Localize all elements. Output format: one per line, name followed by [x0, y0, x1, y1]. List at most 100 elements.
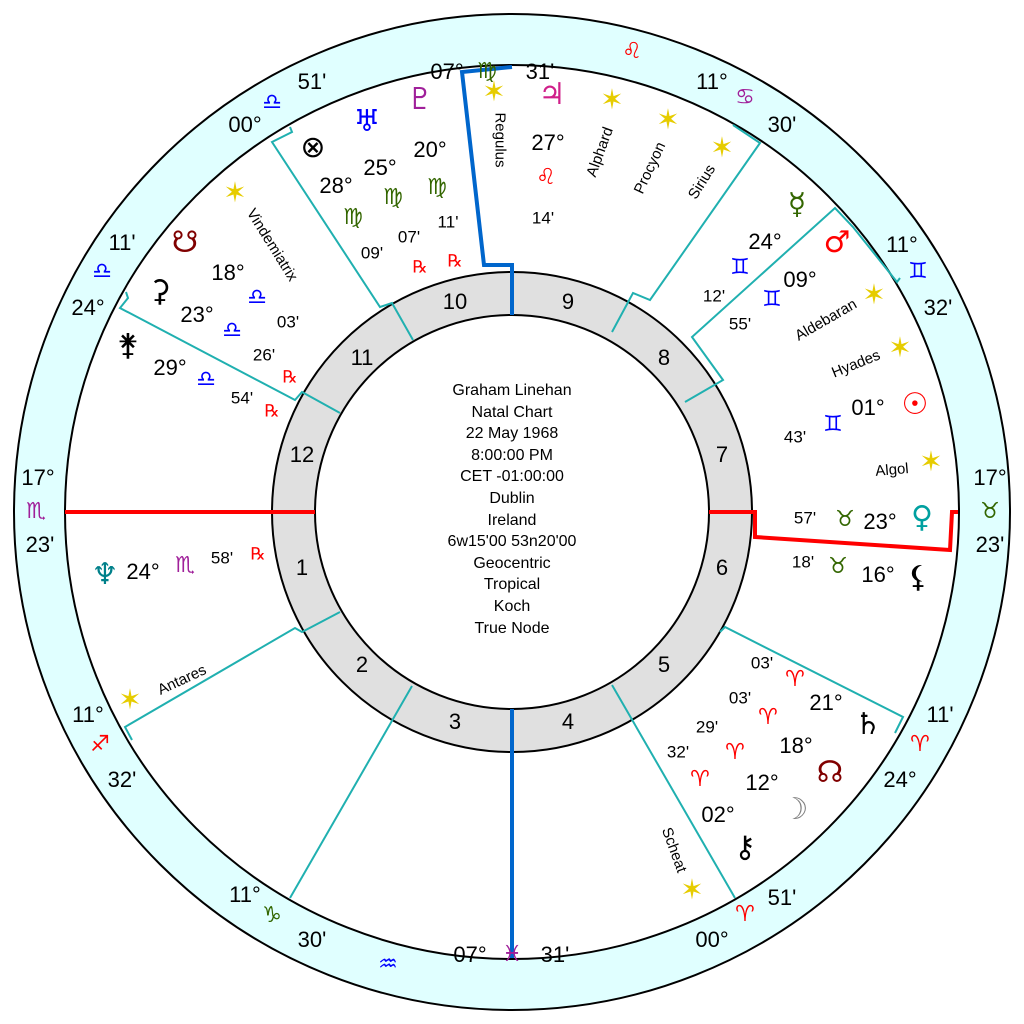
house-number-2: 2 [355, 652, 369, 677]
libra-icon: ♎ [92, 259, 112, 284]
house-number-6: 6 [715, 555, 729, 580]
chart-info-line: Geocentric [473, 554, 551, 572]
part-of-fortune-icon: ⊗ [300, 130, 326, 165]
star-name-algol: Algol [874, 460, 910, 480]
cusp-degree: 24° [71, 295, 105, 320]
leo-icon: ♌ [536, 165, 556, 190]
aries-icon: ♈ [758, 705, 778, 730]
gemini-icon: ♊ [762, 287, 782, 312]
house-number-12: 12 [289, 442, 315, 467]
chiron-icon: ⚷ [734, 830, 756, 865]
fixed-star-icon: ✶ [118, 683, 142, 716]
libra-icon: ♎ [262, 90, 282, 115]
uranus-retrograde-icon: ℞ [412, 257, 428, 278]
juno-retrograde-icon: ℞ [264, 401, 280, 422]
part-of-fortune-degree: 28° [319, 173, 353, 198]
chart-info-line: 8:00:00 PM [471, 446, 553, 464]
cusp-minutes: 32' [923, 295, 953, 320]
cusp-minutes: 32' [107, 767, 137, 792]
capricorn-icon: ♑ [262, 903, 282, 928]
chart-info-line: Graham Linehan [452, 382, 572, 399]
taurus-icon: ♉ [828, 554, 848, 579]
libra-icon: ♎ [222, 318, 242, 343]
jupiter-icon: ♃ [538, 77, 566, 112]
north-node-degree: 18° [779, 733, 813, 758]
ceres-minutes: 26' [252, 345, 276, 365]
cusp-minutes: 31' [540, 942, 570, 967]
chart-info-line: Dublin [489, 489, 535, 507]
fixed-star-icon: ✶ [710, 131, 734, 164]
jupiter-degree: 27° [531, 130, 565, 155]
cancer-icon: ♋ [735, 85, 755, 110]
cusp-minutes: 30' [297, 927, 327, 952]
pluto-minutes: 11' [437, 212, 459, 232]
saturn-minutes: 03' [750, 653, 774, 673]
cusp-8-line [684, 206, 901, 403]
cusp-12-line [118, 291, 341, 414]
sun-degree: 01° [851, 395, 885, 420]
neptune-icon: ♆ [91, 557, 119, 592]
cusp-minutes: 11' [926, 702, 954, 727]
sun-minutes: 43' [783, 427, 807, 447]
scorpio-icon: ♏ [175, 553, 195, 578]
virgo-icon: ♍ [343, 205, 363, 230]
house-number-4: 4 [561, 709, 575, 734]
aries-icon: ♈ [690, 767, 710, 792]
mercury-degree: 24° [748, 229, 782, 254]
venus-degree: 23° [863, 509, 897, 534]
gemini-icon: ♊ [730, 255, 750, 280]
pluto-icon: ♇ [406, 82, 434, 117]
star-name-regulus: Regulus [491, 112, 509, 168]
ceres-degree: 23° [180, 302, 214, 327]
moon-degree: 12° [745, 770, 779, 795]
sun-icon: ☉ [901, 387, 929, 422]
mars-icon: ♂ [823, 225, 851, 260]
chart-info-line: True Node [474, 619, 550, 637]
scorpio-icon: ♏ [26, 499, 46, 524]
virgo-icon: ♍ [427, 175, 447, 200]
house-number-3: 3 [448, 709, 462, 734]
house-number-5: 5 [657, 652, 671, 677]
chart-info-line: Natal Chart [471, 403, 553, 421]
juno-degree: 29° [153, 355, 187, 380]
midheaven-axis [459, 65, 514, 315]
mars-minutes: 55' [728, 314, 752, 334]
house-number-11: 11 [350, 345, 374, 370]
juno-minutes: 54' [230, 388, 254, 408]
libra-icon: ♎ [247, 285, 267, 310]
saturn-degree: 21° [809, 690, 843, 715]
cusp-degree: 11° [886, 232, 918, 257]
cusp-minutes: 11' [108, 230, 136, 255]
cusp-degree: 07° [453, 942, 487, 967]
neptune-degree: 24° [126, 559, 160, 584]
mars-degree: 09° [783, 267, 817, 292]
cusp-4-line [611, 684, 736, 899]
mercury-minutes: 12' [702, 286, 726, 306]
gemini-icon: ♊ [908, 259, 928, 284]
neptune-retrograde-icon: ℞ [250, 544, 266, 565]
chart-info-line: Tropical [483, 576, 541, 594]
cusp-degree: 17° [973, 465, 1007, 490]
fixed-star-icon: ✶ [919, 445, 943, 478]
libra-icon: ♎ [196, 367, 216, 392]
saturn-icon: ♄ [854, 707, 882, 742]
house-number-7: 7 [715, 442, 729, 467]
south-node-minutes: 03' [276, 312, 300, 332]
leo-icon: ♌ [622, 39, 642, 64]
fixed-star-icon: ✶ [862, 278, 886, 311]
house-number-8: 8 [657, 345, 671, 370]
virgo-icon: ♍ [383, 185, 403, 210]
house-number-9: 9 [561, 289, 575, 314]
lilith-icon: ⚸ [907, 560, 929, 595]
house-number-10: 10 [442, 289, 468, 314]
pluto-degree: 20° [413, 137, 447, 162]
aries-icon: ♈ [735, 902, 755, 927]
fixed-star-icon: ✶ [656, 103, 680, 136]
cusp-degree: 00° [695, 927, 729, 952]
pisces-icon: ♓ [502, 942, 522, 967]
fixed-star-icon: ✶ [482, 75, 506, 108]
aries-icon: ♈ [725, 740, 745, 765]
